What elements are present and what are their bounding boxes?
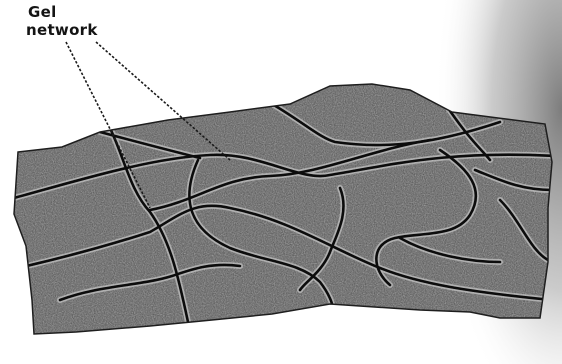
callout-line-2: network <box>26 21 98 39</box>
callout-label: Gel network <box>26 3 98 39</box>
callout-line-1: Gel <box>28 3 57 21</box>
